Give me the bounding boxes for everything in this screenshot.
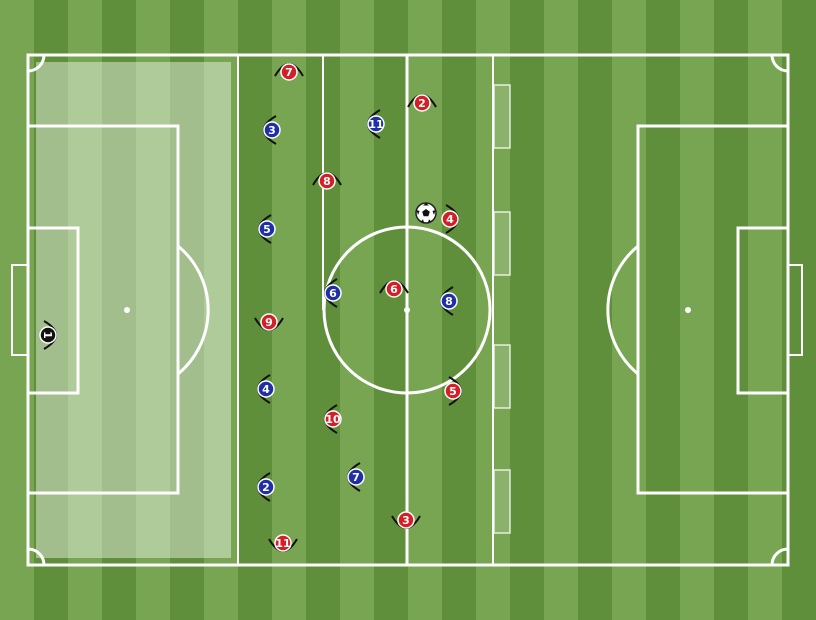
player-marker-blue-3[interactable]: 3 [263,115,281,145]
player-number: 6 [390,283,398,296]
grass-stripe [238,0,273,620]
player-disc [444,382,462,400]
grass-stripe [34,0,69,620]
penalty-spot-left [124,307,130,313]
penalty-arc-left [177,244,210,376]
player-disc [258,220,276,238]
player-marker-red-10[interactable]: 10 [324,404,342,434]
player-marker-blue-6[interactable]: 6 [324,278,342,308]
player-number: 9 [265,316,273,329]
player-marker-red-5[interactable]: 5 [444,376,462,406]
player-marker-blue-5[interactable]: 5 [258,214,276,244]
player-marker-blue-7[interactable]: 7 [347,462,365,492]
player-number: 7 [285,66,293,79]
player-number: 11 [368,118,383,131]
player-number: 11 [275,537,290,550]
player-disc [324,410,342,428]
player-number: 2 [418,97,426,110]
player-number: 7 [352,471,360,484]
spots [124,307,691,313]
player-disc [385,280,403,298]
corner-arc-br [770,547,789,566]
goal-left [11,264,29,356]
player-disc [263,121,281,139]
player-marker-blue-8[interactable]: 8 [440,286,458,316]
player-disc [280,63,298,81]
player-disc [318,172,336,190]
corner-arc-bl [27,547,46,566]
soccer-ball-icon[interactable] [415,202,437,224]
player-marker-gk-1[interactable]: 1 [39,320,57,350]
grass-stripe [442,0,477,620]
penalty-arc-right [606,244,639,376]
grass-stripe [272,0,307,620]
mini-goal-3 [493,344,511,409]
penalty-spot-right [685,307,691,313]
centre-spot [404,307,410,313]
player-number: 6 [329,287,337,300]
grass-stripe [136,0,171,620]
player-number: 2 [262,481,270,494]
player-marker-red-11[interactable]: 11 [268,534,298,552]
corner-arc-tr [770,54,789,73]
grass-stripe [612,0,647,620]
player-marker-red-4[interactable]: 4 [441,204,459,234]
player-marker-red-9[interactable]: 9 [254,313,284,331]
player-marker-blue-4[interactable]: 4 [257,374,275,404]
player-disc [274,534,292,552]
goal-right [787,264,803,356]
player-number: 8 [323,175,331,188]
player-disc [260,313,278,331]
player-number: 3 [268,124,276,137]
mini-goal-2 [493,211,511,276]
player-marker-blue-2[interactable]: 2 [257,472,275,502]
player-number: 10 [325,413,341,426]
player-number: 5 [449,385,457,398]
mini-goal-1 [493,84,511,149]
players-layer: 1 7 2 8 4 6 9 5 10 3 11 3 11 5 6 8 4 7 2 [39,63,462,552]
mini-goal-4 [493,469,511,534]
grass-stripe [714,0,749,620]
player-disc [257,478,275,496]
player-number: 3 [402,514,410,527]
player-number: 4 [446,213,454,226]
player-marker-red-6[interactable]: 6 [379,280,409,298]
grass-stripe [510,0,545,620]
grass-stripe [170,0,205,620]
player-disc [347,468,365,486]
player-disc [441,210,459,228]
grass-stripe [68,0,103,620]
player-marker-red-3[interactable]: 3 [391,511,421,529]
highlight-zone [36,62,231,558]
corner-arc-tl [27,54,46,73]
player-marker-red-2[interactable]: 2 [407,94,437,112]
player-marker-blue-11[interactable]: 11 [367,109,385,139]
grass-stripe [408,0,443,620]
grass-stripe [748,0,783,620]
player-disc [39,326,57,344]
grass-stripe [102,0,137,620]
player-disc [324,284,342,302]
player-disc [257,380,275,398]
grass-stripe [340,0,375,620]
player-disc [413,94,431,112]
grass-stripe [646,0,681,620]
player-number: 1 [41,331,54,339]
player-disc [440,292,458,310]
player-number: 5 [263,223,271,236]
mini-goals [493,84,511,534]
grass-stripe [204,0,239,620]
player-marker-red-8[interactable]: 8 [312,172,342,190]
player-disc [397,511,415,529]
player-number: 4 [262,383,270,396]
player-marker-red-7[interactable]: 7 [274,63,304,81]
grass-stripe [544,0,579,620]
player-disc [367,115,385,133]
player-number: 8 [445,295,453,308]
